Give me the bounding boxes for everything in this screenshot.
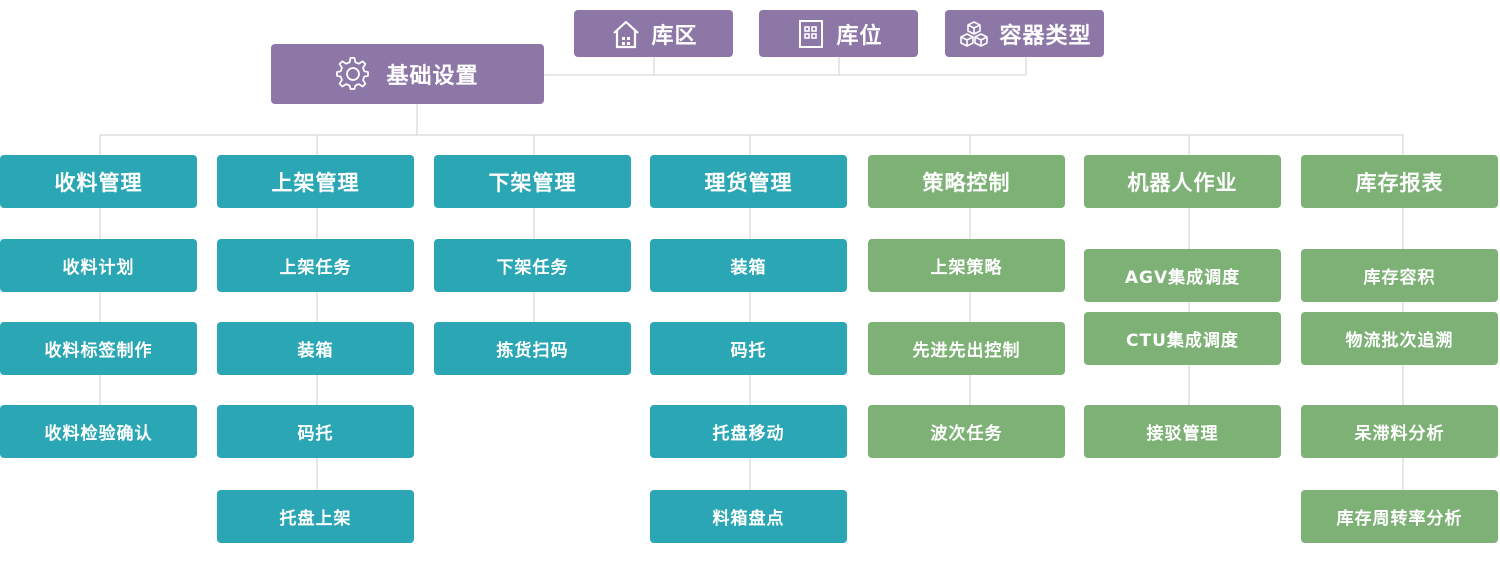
top-node-location: 库位 (759, 10, 918, 57)
root-node-basic-settings: 基础设置 (271, 44, 544, 104)
category-label: 策略控制 (922, 170, 1011, 195)
root-label: 基础设置 (386, 64, 479, 89)
child-label: 收料计划 (62, 258, 135, 278)
child-node: 托盘上架 (217, 490, 414, 543)
child-label: 呆滞料分析 (1354, 424, 1445, 444)
child-label: AGV集成调度 (1124, 268, 1241, 288)
child-node: 下架任务 (434, 239, 631, 292)
child-node: 装箱 (650, 239, 847, 292)
category-label: 理货管理 (704, 170, 793, 195)
child-node: 波次任务 (868, 405, 1065, 458)
top-node-label: 容器类型 (999, 23, 1092, 49)
category-tally: 理货管理 (650, 155, 847, 208)
shelf-grid-icon (794, 17, 828, 51)
child-label: 库存容积 (1363, 268, 1436, 288)
child-label: 码托 (297, 424, 334, 444)
child-node: 呆滞料分析 (1301, 405, 1498, 458)
house-icon (609, 17, 643, 51)
child-node: 托盘移动 (650, 405, 847, 458)
child-label: 接驳管理 (1146, 424, 1219, 444)
category-robot: 机器人作业 (1084, 155, 1281, 208)
child-node: 收料标签制作 (0, 322, 197, 375)
category-label: 库存报表 (1355, 170, 1444, 195)
child-label: 码托 (730, 341, 767, 361)
category-picking: 下架管理 (434, 155, 631, 208)
category-label: 收料管理 (54, 170, 143, 195)
top-node-label: 库区 (651, 23, 698, 49)
child-label: 托盘上架 (279, 509, 352, 529)
child-node: 拣货扫码 (434, 322, 631, 375)
child-label: 上架任务 (279, 258, 352, 278)
child-label: 波次任务 (930, 424, 1003, 444)
child-node: 库存周转率分析 (1301, 490, 1498, 543)
child-label: 装箱 (297, 341, 334, 361)
child-node: 装箱 (217, 322, 414, 375)
child-node: 先进先出控制 (868, 322, 1065, 375)
gear-icon (336, 57, 370, 91)
child-node: 物流批次追溯 (1301, 312, 1498, 365)
child-node: CTU集成调度 (1084, 312, 1281, 365)
child-node: 收料计划 (0, 239, 197, 292)
child-node: 接驳管理 (1084, 405, 1281, 458)
child-node: AGV集成调度 (1084, 249, 1281, 302)
child-label: 装箱 (730, 258, 767, 278)
category-label: 机器人作业 (1127, 170, 1238, 195)
cubes-icon (957, 17, 991, 51)
child-label: 收料检验确认 (44, 424, 153, 444)
child-label: 料箱盘点 (712, 509, 785, 529)
category-strategy: 策略控制 (868, 155, 1065, 208)
child-node: 码托 (217, 405, 414, 458)
child-node: 库存容积 (1301, 249, 1498, 302)
category-inventory-report: 库存报表 (1301, 155, 1498, 208)
child-label: 托盘移动 (712, 424, 785, 444)
child-label: CTU集成调度 (1126, 331, 1239, 351)
child-node: 收料检验确认 (0, 405, 197, 458)
child-label: 库存周转率分析 (1336, 509, 1463, 529)
child-label: 物流批次追溯 (1345, 331, 1454, 351)
category-putaway: 上架管理 (217, 155, 414, 208)
category-label: 上架管理 (271, 170, 360, 195)
child-label: 拣货扫码 (496, 341, 569, 361)
category-receiving: 收料管理 (0, 155, 197, 208)
top-node-container-type: 容器类型 (945, 10, 1104, 57)
child-label: 上架策略 (930, 258, 1003, 278)
child-node: 上架策略 (868, 239, 1065, 292)
child-node: 码托 (650, 322, 847, 375)
child-label: 先进先出控制 (912, 341, 1021, 361)
top-node-label: 库位 (836, 23, 883, 49)
child-label: 下架任务 (496, 258, 569, 278)
child-node: 料箱盘点 (650, 490, 847, 543)
category-label: 下架管理 (488, 170, 577, 195)
child-node: 上架任务 (217, 239, 414, 292)
top-node-zone: 库区 (574, 10, 733, 57)
child-label: 收料标签制作 (44, 341, 153, 361)
